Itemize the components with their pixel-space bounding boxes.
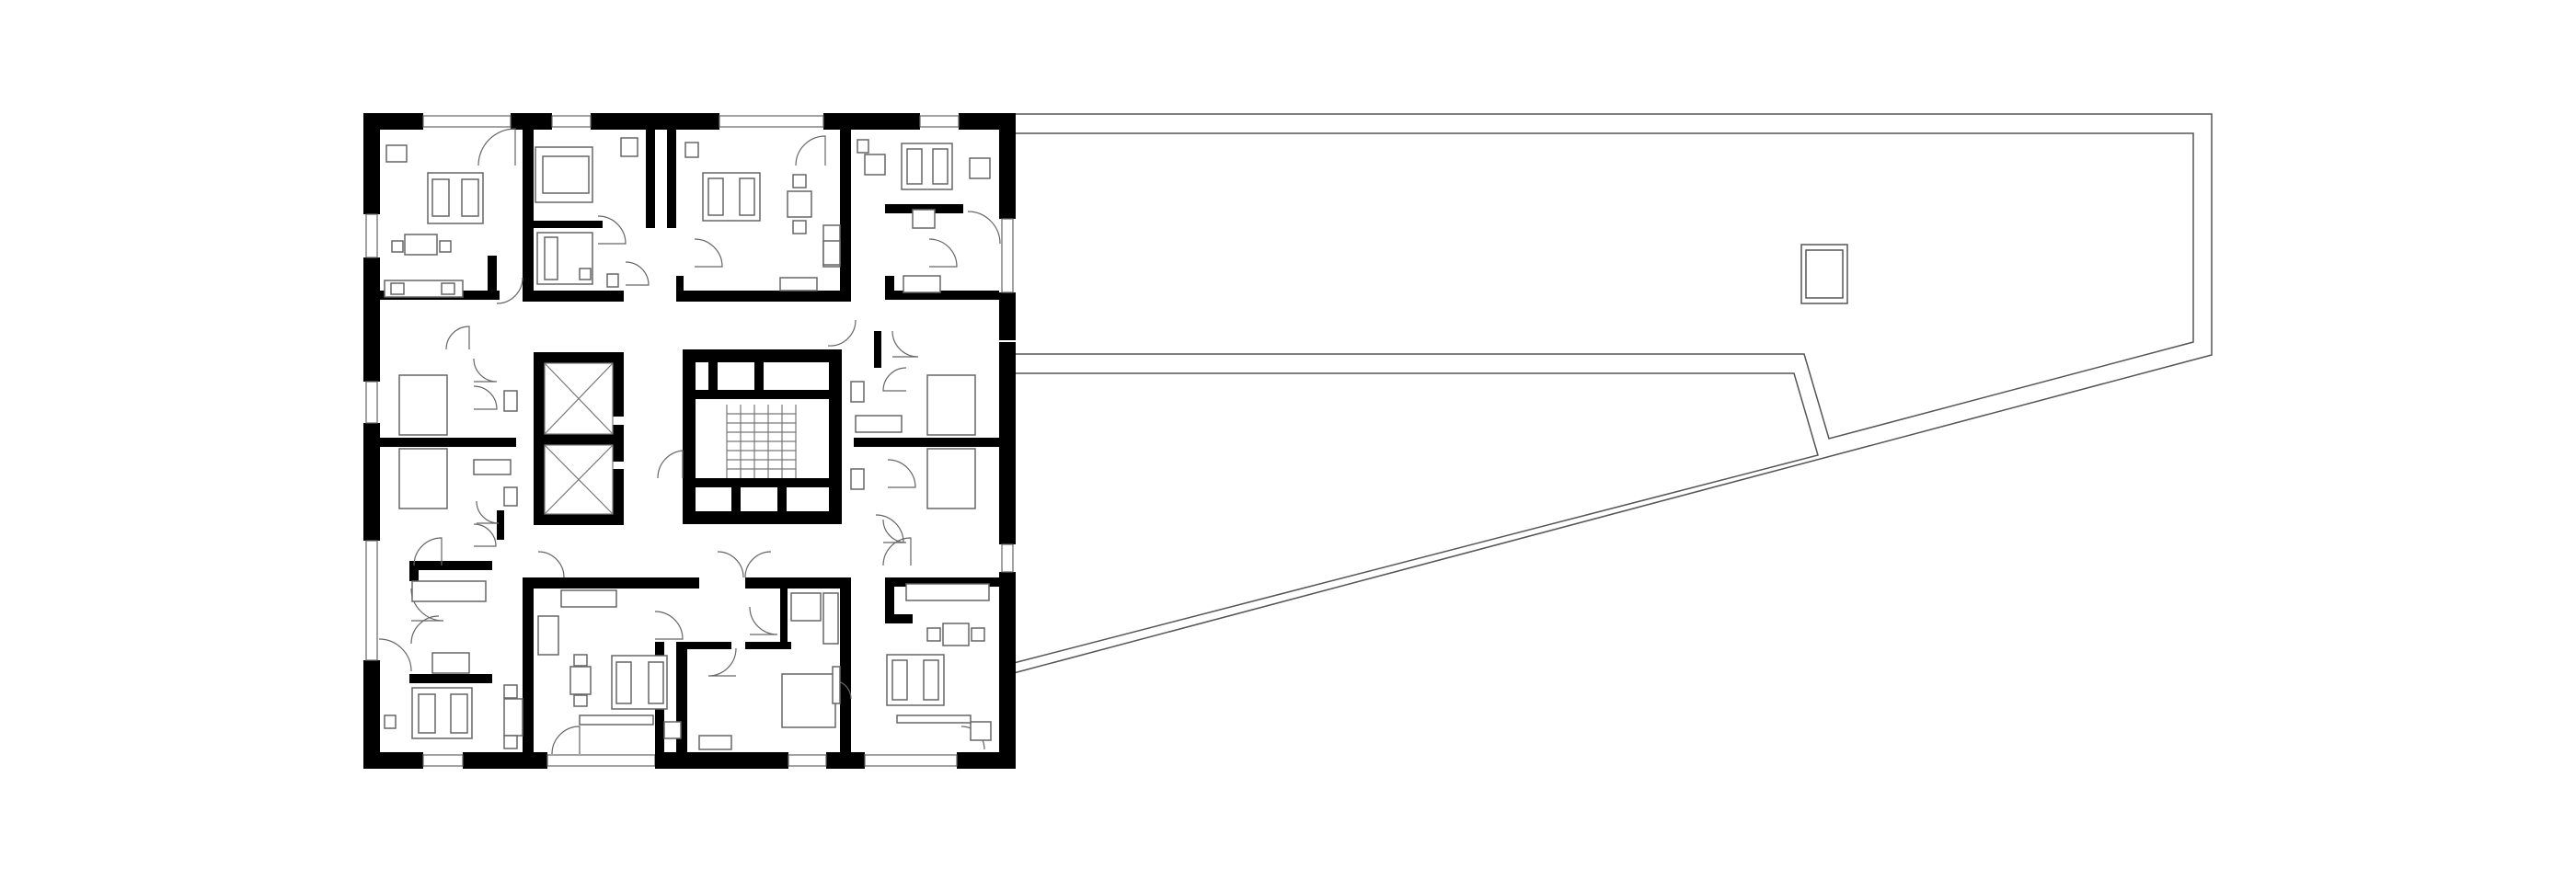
elevator-core [534,352,624,525]
skylight [1800,244,1848,304]
furniture [384,137,992,750]
windows [365,115,1014,767]
terrace-outline [1009,113,2213,675]
stair-core [683,349,842,524]
